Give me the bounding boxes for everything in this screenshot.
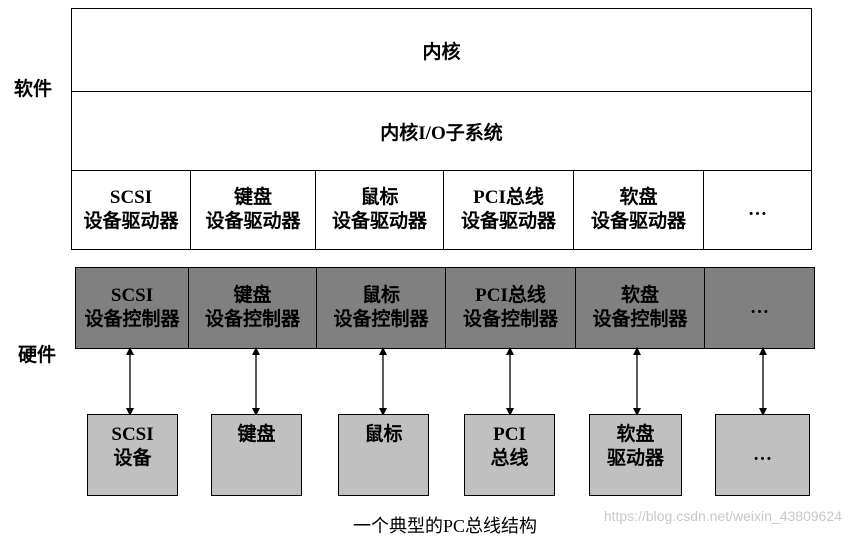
device-type: 总线	[490, 448, 529, 469]
device-mouse: 鼠标	[338, 414, 429, 496]
driver-type: 设备驱动器	[590, 211, 686, 232]
controller-type: 设备控制器	[592, 309, 688, 330]
hardware-label: 硬件	[18, 345, 57, 366]
device-drivers-row: SCSI 设备驱动器 键盘设备驱动器 鼠标设备驱动器 PCI总线设备驱动器 软盘设…	[71, 170, 812, 250]
device-type: 驱动器	[606, 448, 664, 469]
device-name: …	[753, 444, 772, 465]
controller-name: 鼠标	[361, 285, 400, 306]
device-controllers-row: SCSI 设备控制器 键盘设备控制器 鼠标设备控制器 PCI总线设备控制器 软盘设…	[75, 267, 815, 349]
controller-name: SCSI	[110, 285, 154, 306]
device-name: SCSI	[111, 424, 154, 445]
controller-type: 设备控制器	[84, 309, 180, 330]
controller-keyboard: 键盘设备控制器	[189, 268, 317, 348]
driver-pci-bus: PCI总线设备驱动器	[444, 171, 574, 249]
driver-floppy: 软盘设备驱动器	[574, 171, 704, 249]
controller-floppy: 软盘设备控制器	[576, 268, 705, 348]
controller-name: 软盘	[620, 285, 659, 306]
driver-type: 设备驱动器	[460, 211, 556, 232]
kernel-label: 内核	[422, 42, 461, 63]
controller-type: 设备控制器	[204, 309, 300, 330]
device-name: 鼠标	[364, 424, 403, 445]
figure-caption: 一个典型的PC总线结构	[352, 516, 538, 536]
driver-name: …	[748, 199, 767, 220]
device-name: 软盘	[616, 424, 655, 445]
controller-type: 设备控制器	[462, 309, 558, 330]
controller-type: 设备控制器	[333, 309, 429, 330]
controller-scsi: SCSI 设备控制器	[76, 268, 189, 348]
device-keyboard: 键盘	[211, 414, 302, 496]
driver-name: 软盘	[619, 187, 658, 208]
driver-name: 键盘	[233, 187, 272, 208]
controller-more: …	[705, 268, 814, 348]
driver-mouse: 鼠标设备驱动器	[316, 171, 444, 249]
controller-pci-bus: PCI总线设备控制器	[446, 268, 576, 348]
io-subsystem-layer: 内核I/O子系统	[71, 91, 812, 171]
driver-name: 鼠标	[360, 187, 399, 208]
driver-more: …	[704, 171, 811, 249]
device-scsi: SCSI 设备	[87, 414, 178, 496]
driver-type: 设备驱动器	[205, 211, 301, 232]
device-pci-bus: PCI 总线	[464, 414, 555, 496]
kernel-layer: 内核	[71, 8, 812, 92]
io-subsystem-label: 内核I/O子系统	[380, 122, 503, 144]
controller-name: …	[750, 297, 769, 318]
software-label: 软件	[14, 79, 53, 100]
controller-name: 键盘	[233, 285, 272, 306]
driver-keyboard: 键盘设备驱动器	[191, 171, 316, 249]
device-floppy: 软盘驱动器	[589, 414, 682, 496]
watermark-url: https://blog.csdn.net/weixin_43809624	[603, 508, 842, 524]
driver-name: SCSI	[109, 187, 153, 208]
device-type: 设备	[113, 448, 152, 469]
controller-name: PCI总线	[475, 285, 546, 306]
driver-type: 设备驱动器	[331, 211, 427, 232]
device-more: …	[715, 414, 810, 496]
driver-name: PCI总线	[473, 187, 544, 208]
driver-scsi: SCSI 设备驱动器	[72, 171, 191, 249]
device-name: 键盘	[237, 424, 276, 445]
controller-mouse: 鼠标设备控制器	[317, 268, 446, 348]
driver-type: 设备驱动器	[83, 211, 179, 232]
device-name: PCI	[493, 424, 526, 445]
